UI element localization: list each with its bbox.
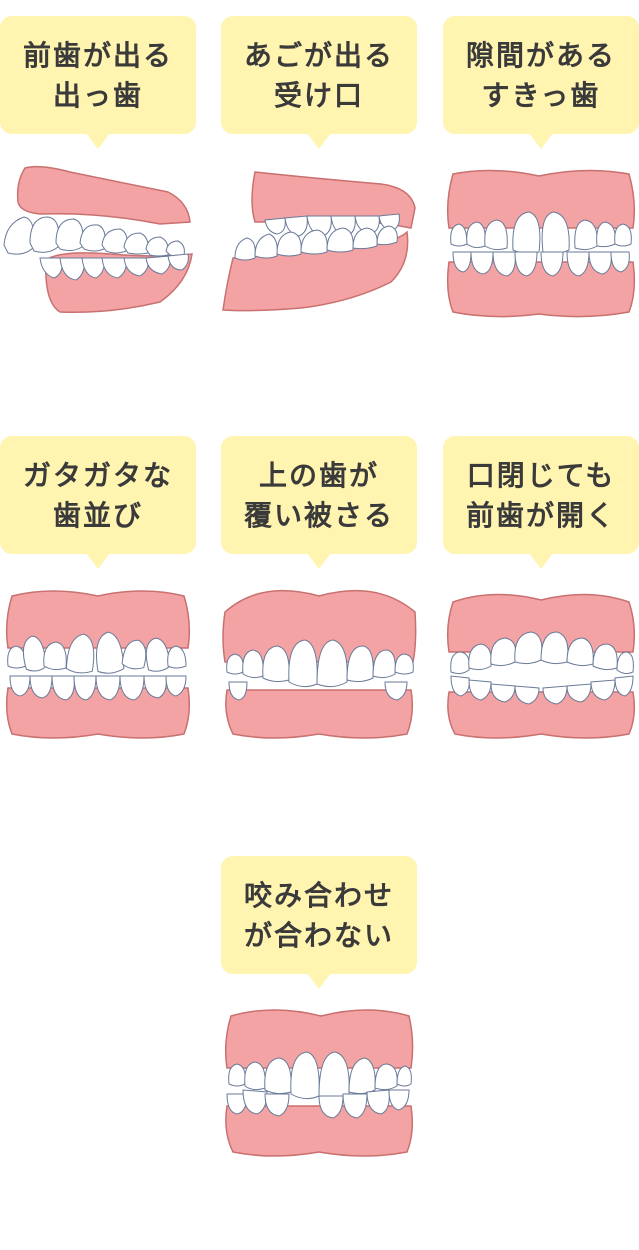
bubble-line-2: 歯並び bbox=[52, 499, 143, 532]
bubble-line-1: 上の歯が bbox=[258, 459, 379, 492]
bubble-line-2: 前歯が開く bbox=[465, 499, 616, 532]
bubble-line-1: あごが出る bbox=[243, 39, 394, 72]
deep-overbite-teeth-illustration bbox=[222, 589, 417, 739]
bubble-line-2: すきっ歯 bbox=[481, 79, 601, 112]
bubble-line-1: 咬み合わせ bbox=[243, 879, 394, 912]
speech-bubble: 咬み合わせ が合わない bbox=[221, 856, 417, 989]
bubble-line-1: 口閉じても bbox=[466, 459, 616, 492]
condition-card-gapped: 隙間がある すきっ歯 bbox=[443, 16, 639, 318]
condition-card-crossbite: 咬み合わせ が合わない bbox=[221, 856, 417, 1157]
speech-bubble: 前歯が出る 出っ歯 bbox=[0, 16, 196, 149]
speech-bubble: 上の歯が 覆い被さる bbox=[221, 436, 417, 569]
speech-bubble: あごが出る 受け口 bbox=[221, 16, 417, 149]
condition-card-underbite: あごが出る 受け口 bbox=[221, 16, 417, 312]
speech-bubble: 隙間がある すきっ歯 bbox=[443, 16, 639, 149]
bubble-line-2: 覆い被さる bbox=[243, 499, 394, 532]
underbite-teeth-illustration bbox=[222, 171, 416, 312]
crossbite-teeth-illustration bbox=[224, 1009, 414, 1157]
bubble-line-2: 受け口 bbox=[273, 79, 364, 112]
condition-card-deep-overbite: 上の歯が 覆い被さる bbox=[221, 436, 417, 739]
bubble-line-2: が合わない bbox=[243, 919, 394, 952]
bubble-line-1: ガタガタな bbox=[22, 459, 173, 492]
bubble-line-2: 出っ歯 bbox=[52, 79, 143, 112]
condition-card-open-bite: 口閉じても 前歯が開く bbox=[443, 436, 639, 739]
gapped-teeth-illustration bbox=[446, 169, 636, 318]
condition-card-protruding: 前歯が出る 出っ歯 bbox=[0, 16, 196, 314]
speech-bubble: ガタガタな 歯並び bbox=[0, 436, 196, 569]
crooked-teeth-illustration bbox=[5, 590, 191, 739]
condition-card-crooked: ガタガタな 歯並び bbox=[0, 436, 196, 739]
speech-bubble: 口閉じても 前歯が開く bbox=[443, 436, 639, 569]
protruding-teeth-illustration bbox=[3, 165, 193, 314]
open-bite-teeth-illustration bbox=[446, 593, 636, 739]
bubble-line-1: 隙間がある bbox=[465, 39, 616, 72]
bubble-line-1: 前歯が出る bbox=[22, 39, 173, 72]
